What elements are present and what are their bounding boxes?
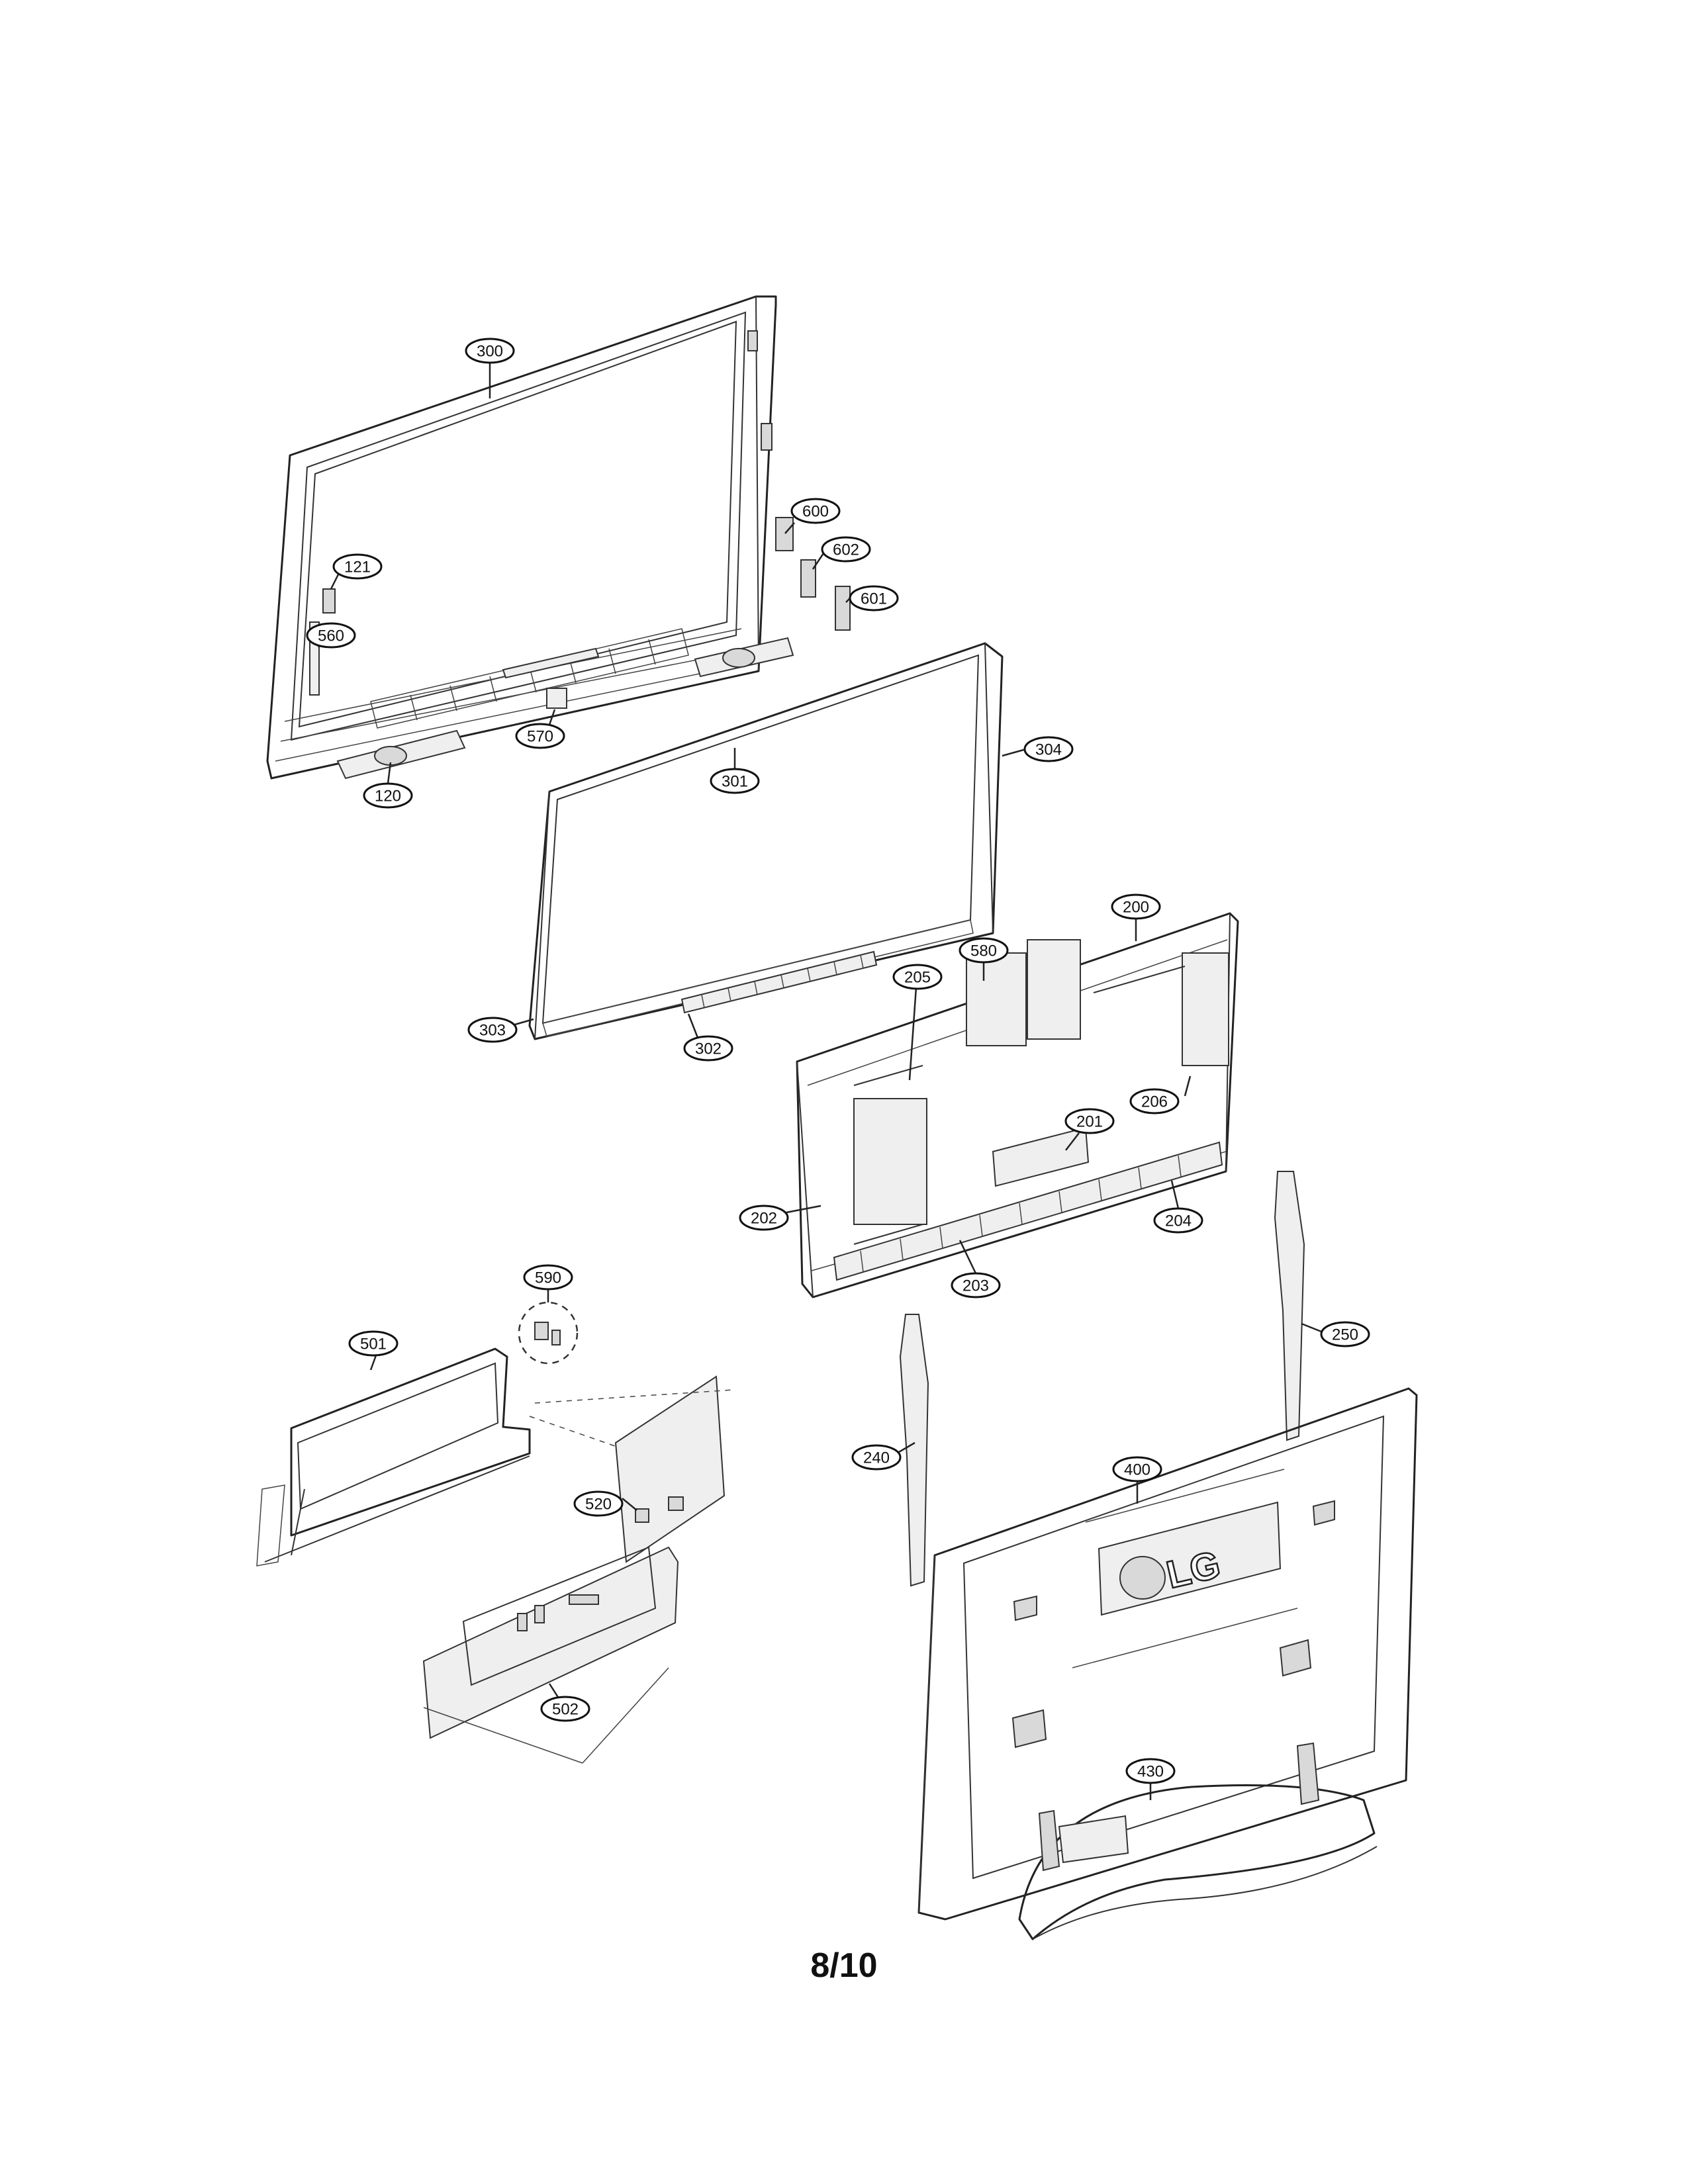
part-602-shape — [800, 559, 816, 598]
callout-206: 206 — [1129, 1088, 1180, 1115]
svg-text:303: 303 — [479, 1022, 506, 1040]
svg-text:202: 202 — [751, 1210, 777, 1228]
callout-240: 240 — [851, 1444, 902, 1471]
callout-400: 400 — [1112, 1456, 1162, 1482]
callout-601: 601 — [849, 585, 899, 612]
callout-leaders — [314, 361, 1322, 1800]
speaker-left-shape — [336, 729, 466, 780]
svg-text:201: 201 — [1076, 1113, 1103, 1131]
svg-text:206: 206 — [1141, 1093, 1168, 1111]
panel-frame-part — [528, 642, 1004, 1040]
svg-text:400: 400 — [1124, 1461, 1150, 1479]
callout-520: 520 — [573, 1490, 624, 1517]
clip-590-detail — [518, 1301, 579, 1365]
svg-text:205: 205 — [904, 969, 931, 987]
part-601-shape — [835, 586, 851, 631]
svg-text:200: 200 — [1123, 899, 1149, 917]
page-number: 8/10 — [810, 1946, 878, 1985]
svg-text:300: 300 — [477, 343, 503, 361]
svg-text:203: 203 — [962, 1277, 989, 1295]
callout-121: 121 — [332, 553, 383, 580]
callout-590: 590 — [523, 1264, 573, 1291]
callout-301: 301 — [710, 768, 760, 794]
svg-text:590: 590 — [535, 1269, 561, 1287]
svg-text:502: 502 — [552, 1701, 579, 1719]
front-frame-part — [266, 295, 777, 780]
shield-bracket-part — [256, 1347, 531, 1567]
stand-part — [1018, 1742, 1378, 1940]
callout-570: 570 — [515, 723, 565, 749]
bracket-right-part — [1274, 1171, 1305, 1441]
callout-205: 205 — [892, 964, 943, 990]
svg-text:121: 121 — [344, 559, 371, 576]
back-cover-part: LG — [917, 1387, 1418, 1921]
callout-300: 300 — [465, 338, 515, 364]
main-board-520 — [529, 1375, 734, 1563]
svg-text:520: 520 — [585, 1496, 612, 1514]
svg-text:501: 501 — [360, 1336, 387, 1353]
callout-580: 580 — [959, 937, 1009, 964]
svg-text:304: 304 — [1035, 741, 1062, 759]
svg-text:430: 430 — [1137, 1763, 1164, 1781]
svg-text:560: 560 — [318, 627, 344, 645]
callout-501: 501 — [348, 1330, 399, 1357]
rear-plate-502 — [422, 1546, 679, 1764]
svg-text:250: 250 — [1332, 1326, 1358, 1344]
callout-600: 600 — [790, 498, 841, 524]
svg-text:120: 120 — [375, 788, 401, 805]
lg-logo-emblem — [1119, 1556, 1166, 1600]
svg-text:600: 600 — [802, 503, 829, 521]
speaker-right-shape — [694, 637, 794, 678]
chassis-part — [796, 912, 1239, 1298]
svg-text:570: 570 — [527, 728, 553, 746]
svg-text:204: 204 — [1165, 1212, 1192, 1230]
callout-250: 250 — [1320, 1321, 1370, 1347]
callout-200: 200 — [1111, 893, 1161, 920]
callout-304: 304 — [1023, 736, 1074, 762]
svg-text:301: 301 — [722, 773, 748, 791]
callout-430: 430 — [1125, 1758, 1176, 1784]
callout-602: 602 — [821, 536, 871, 563]
part-600-shape — [775, 517, 794, 551]
front-button-bar — [502, 647, 600, 679]
svg-text:602: 602 — [833, 541, 859, 559]
svg-text:302: 302 — [695, 1040, 722, 1058]
bracket-left-part — [899, 1314, 929, 1587]
callout-120: 120 — [363, 782, 413, 809]
callout-302: 302 — [683, 1035, 733, 1062]
svg-text:601: 601 — [861, 590, 887, 608]
part-570-shape — [546, 688, 567, 709]
svg-text:580: 580 — [970, 942, 997, 960]
callout-204: 204 — [1153, 1207, 1203, 1234]
callout-202: 202 — [739, 1205, 789, 1231]
callout-203: 203 — [951, 1272, 1001, 1298]
part-121-shape — [322, 588, 336, 614]
callout-201: 201 — [1064, 1108, 1115, 1134]
callout-560: 560 — [306, 622, 356, 649]
callout-502: 502 — [540, 1696, 590, 1722]
svg-text:240: 240 — [863, 1449, 890, 1467]
callout-303: 303 — [467, 1017, 518, 1043]
